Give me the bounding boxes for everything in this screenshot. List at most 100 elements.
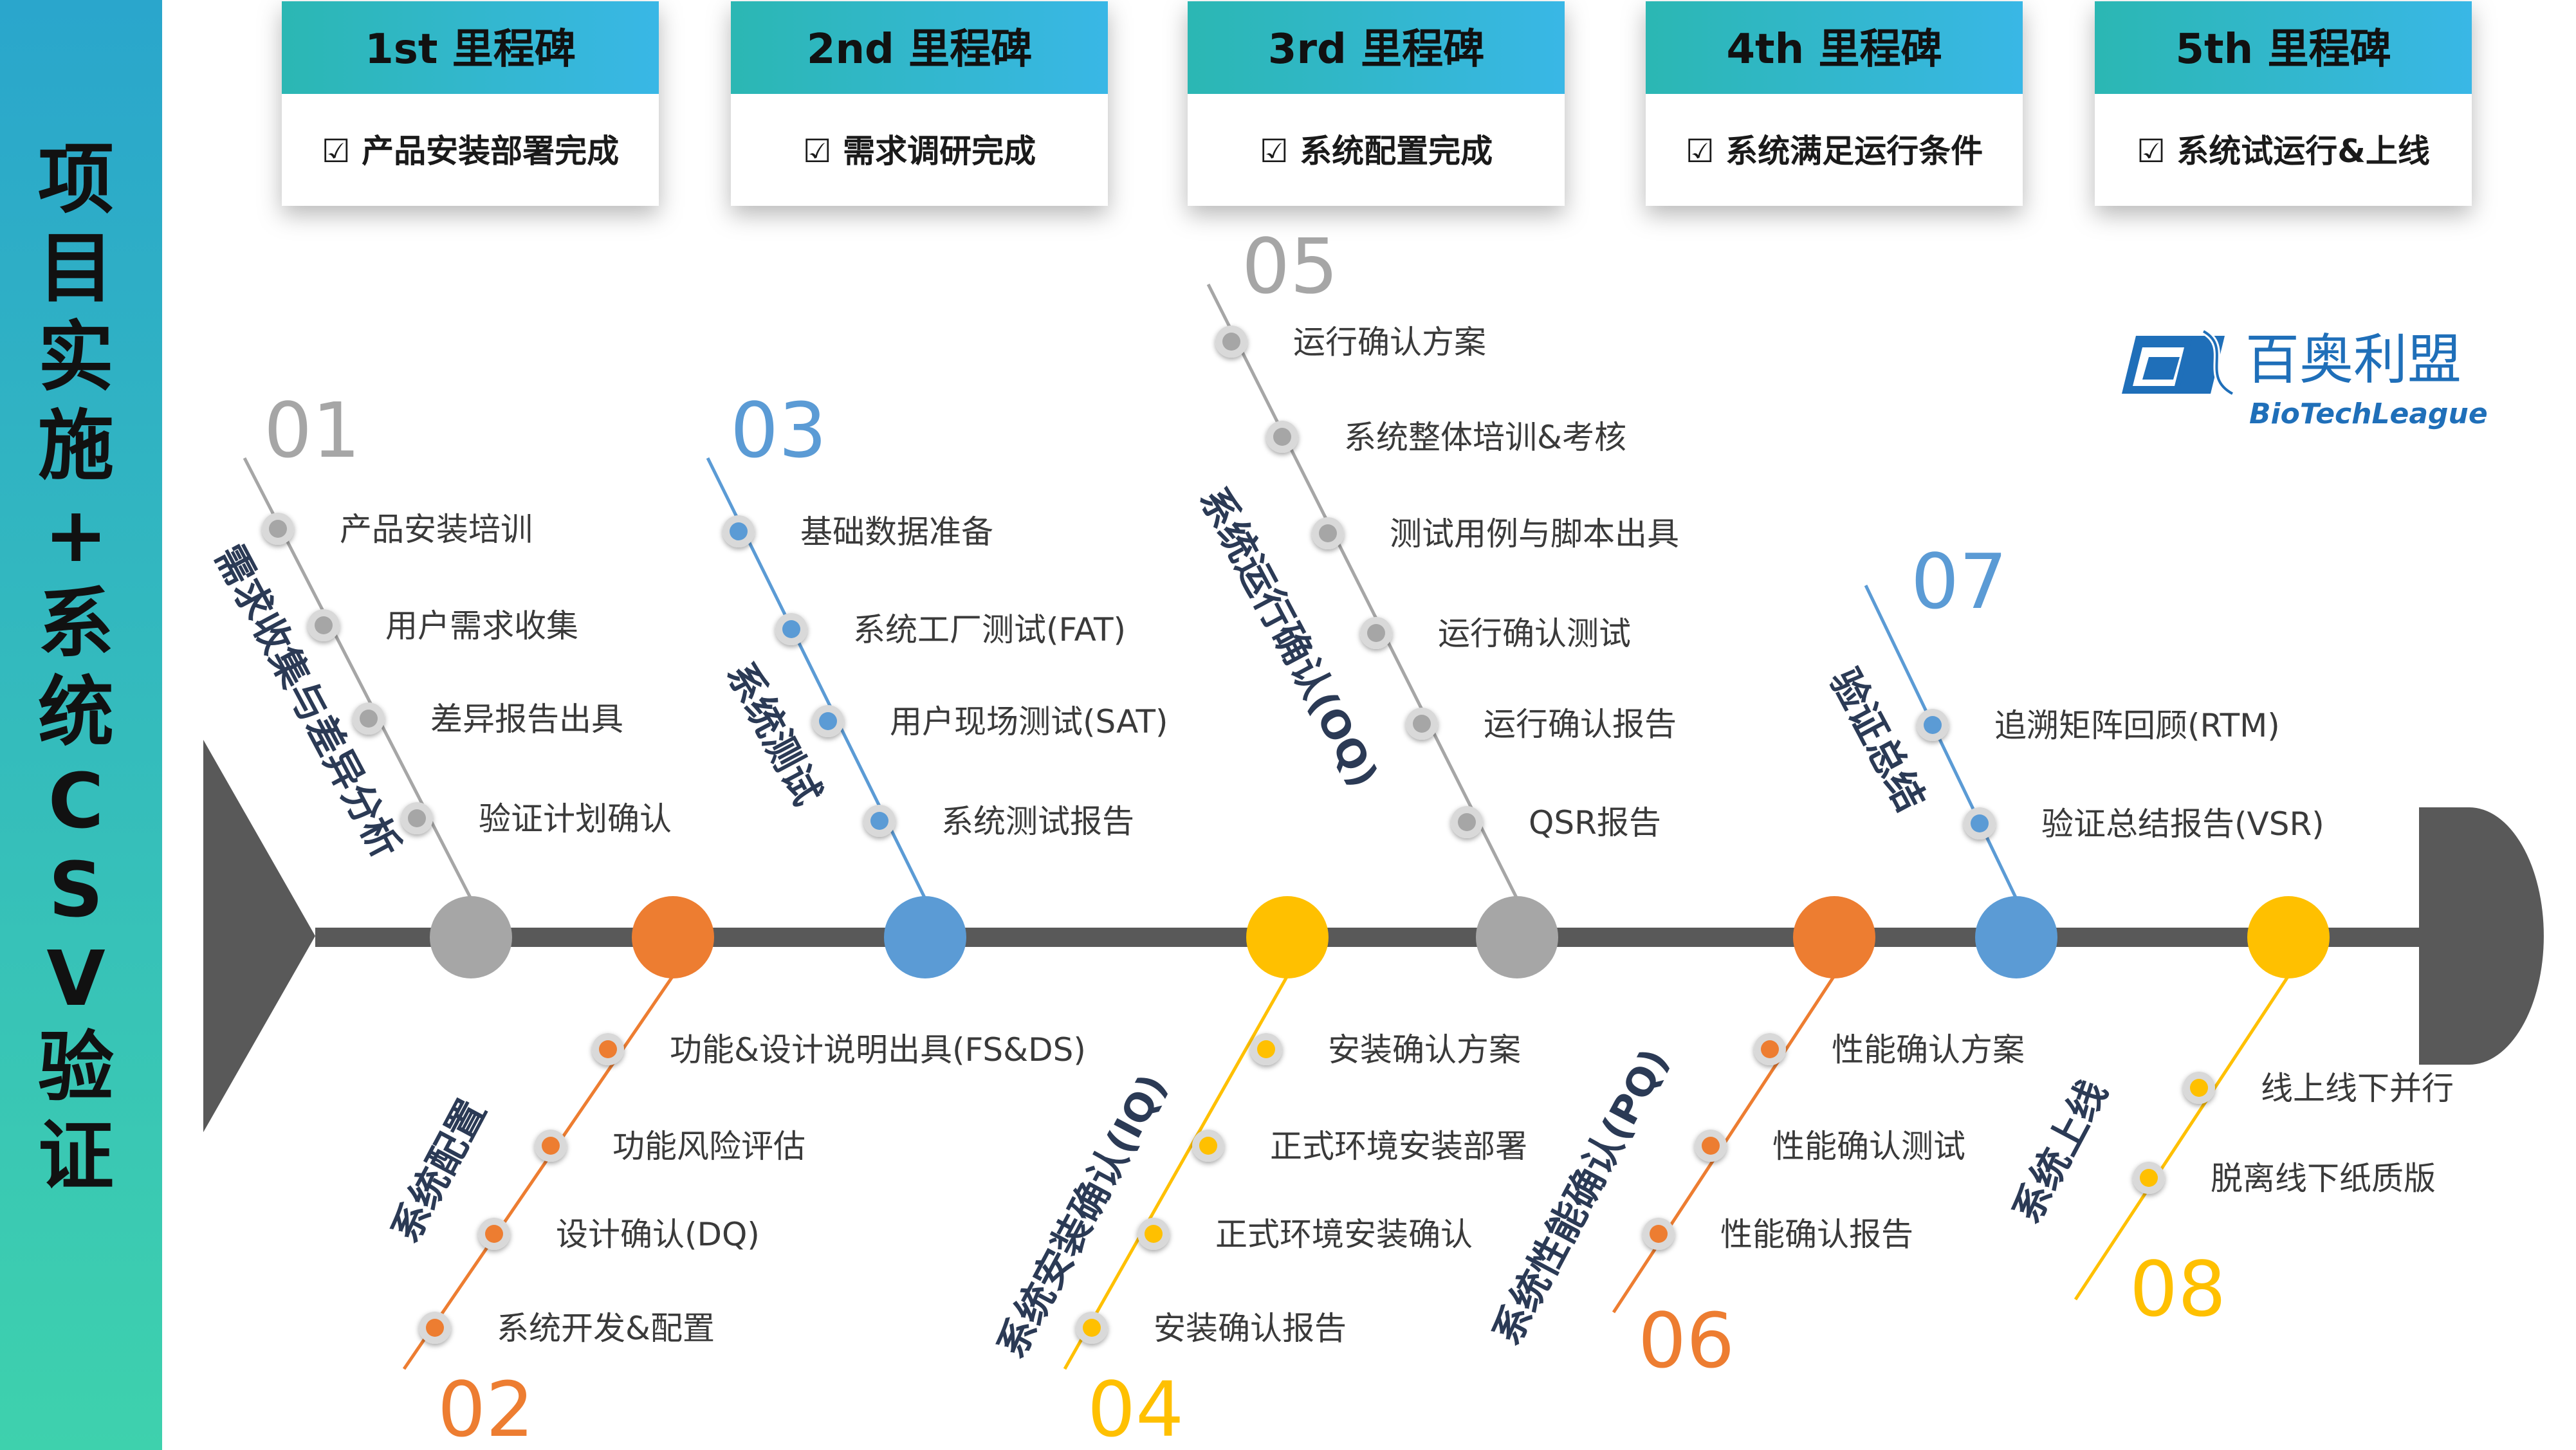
branch-item-dot-core (1924, 716, 1942, 734)
milestone-header-band (1188, 1, 1565, 94)
branch-item-text: 设计确认(DQ) (556, 1216, 760, 1253)
branch-item-dot-core (1367, 624, 1385, 642)
branch-item-dot-core (2190, 1079, 2208, 1097)
branches-layer: 01需求收集与差异分析产品安装培训用户需求收集差异报告出具验证计划确认02系统配… (206, 222, 2454, 1450)
branch-item-dot-core (485, 1225, 503, 1243)
branch-item-text: 性能确认方案 (1832, 1031, 2025, 1069)
sidebar-title-char: 施 (38, 401, 114, 490)
branch-number: 08 (2130, 1245, 2226, 1334)
branch-number: 01 (264, 386, 360, 475)
branch-item-text: 系统测试报告 (941, 803, 1134, 840)
sidebar-title-char: S (49, 845, 104, 934)
branch-item-text: 追溯矩阵回顾(RTM) (1994, 707, 2280, 744)
branch-item-dot-core (2140, 1169, 2158, 1187)
branch-item: 系统开发&配置 (419, 1310, 715, 1347)
branch-item: 运行确认报告 (1406, 706, 1677, 743)
logo-mark (2122, 328, 2234, 397)
sidebar-title-char: V (46, 934, 105, 1023)
sidebar-title-char: + (44, 490, 108, 579)
branch-item-text: 功能风险评估 (612, 1128, 805, 1165)
branch-item-text: 正式环境安装部署 (1270, 1128, 1527, 1165)
milestone-header-band (731, 1, 1108, 94)
spine-node (430, 896, 512, 978)
milestone-header: 4th 里程碑 (1727, 26, 1942, 73)
branch-label: 系统运行确认(OQ) (1190, 480, 1386, 794)
branch-item: 安装确认报告 (1076, 1310, 1347, 1347)
branch-item-text: 正式环境安装确认 (1215, 1216, 1473, 1253)
branch-item: QSR报告 (1451, 804, 1661, 841)
branch-05: 05系统运行确认(OQ)运行确认方案系统整体培训&考核测试用例与脚本出具运行确认… (1190, 222, 1679, 978)
branch-item-dot-core (1273, 428, 1291, 446)
branch-number: 07 (1911, 537, 2007, 626)
branch-item: 功能&设计说明出具(FS&DS) (592, 1031, 1086, 1069)
branch-item-dot-core (360, 710, 378, 728)
branch-item-dot-core (315, 616, 333, 634)
branch-item: 用户需求收集 (308, 607, 578, 645)
branch-line (402, 975, 675, 1370)
branch-item: 设计确认(DQ) (478, 1216, 760, 1253)
branch-number: 03 (730, 386, 827, 475)
milestone-item: ☑ 需求调研完成 (803, 133, 1036, 170)
branch-line (1864, 584, 2018, 900)
spine-node (1793, 896, 1875, 978)
milestone-card: 2nd 里程碑☑ 需求调研完成 (731, 1, 1108, 206)
logo-english-name: BioTechLeague (2249, 398, 2488, 430)
branch-item-dot-core (1145, 1225, 1163, 1243)
milestone-header-band (282, 1, 659, 94)
branch-label: 系统上线 (2004, 1073, 2116, 1231)
branch-item-dot-core (408, 809, 426, 827)
branch-item-dot-core (1650, 1225, 1668, 1243)
branch-item: 功能风险评估 (535, 1128, 805, 1165)
branch-item: 线上线下并行 (2183, 1070, 2454, 1107)
branch-number: 06 (1638, 1296, 1734, 1385)
milestone-header: 1st 里程碑 (365, 26, 576, 73)
branch-item-text: 系统开发&配置 (497, 1310, 715, 1347)
branch-label: 系统配置 (383, 1092, 495, 1250)
branch-line (2074, 975, 2290, 1301)
branch-item-text: 验证总结报告(VSR) (2041, 805, 2324, 843)
milestone-card: 1st 里程碑☑ 产品安装部署完成 (282, 1, 659, 206)
branch-item: 产品安装培训 (262, 511, 533, 548)
branch-line (1206, 283, 1519, 900)
branch-item-dot-core (1971, 814, 1989, 832)
branch-item-dot-core (819, 712, 837, 730)
spine-node (632, 896, 714, 978)
branch-item: 基础数据准备 (722, 513, 993, 551)
branch-item: 追溯矩阵回顾(RTM) (1917, 707, 2280, 744)
branch-item: 验证总结报告(VSR) (1964, 805, 2324, 843)
branch-item-text: 安装确认报告 (1154, 1310, 1347, 1347)
branch-item: 性能确认报告 (1642, 1216, 1913, 1253)
branch-item-text: 用户需求收集 (385, 607, 578, 645)
branch-item: 正式环境安装部署 (1192, 1128, 1527, 1165)
branch-item-text: 安装确认方案 (1328, 1031, 1521, 1069)
branch-item-dot-core (542, 1137, 560, 1155)
branch-item-text: 脱离线下纸质版 (2211, 1160, 2436, 1197)
branch-item-dot-core (1199, 1137, 1217, 1155)
branch-line (1063, 975, 1289, 1370)
branch-item-text: 线上线下并行 (2261, 1070, 2454, 1107)
branch-item-text: 用户现场测试(SAT) (890, 703, 1168, 740)
milestone-card: 5th 里程碑 ☑ 系统试运行&上线 (2095, 1, 2472, 206)
milestone-item: ☑ 系统试运行&上线 (2137, 133, 2430, 170)
branch-item-dot-core (1413, 715, 1431, 733)
spine-node (1476, 896, 1558, 978)
sidebar-title-char: 证 (38, 1112, 114, 1200)
branch-item-text: 运行确认方案 (1293, 324, 1486, 361)
logo-chinese-name: 百奥利盟 (2245, 328, 2461, 391)
milestone-header: 5th 里程碑 (2176, 26, 2391, 73)
branch-item-text: 系统工厂测试(FAT) (853, 611, 1126, 648)
branch-item-text: 性能确认测试 (1772, 1128, 1965, 1165)
branch-07: 07验证总结追溯矩阵回顾(RTM)验证总结报告(VSR) (1821, 537, 2324, 978)
branch-item: 用户现场测试(SAT) (812, 703, 1168, 740)
sidebar-title-char: 项 (38, 135, 114, 224)
milestone-header-band (1646, 1, 2023, 94)
sidebar-panel (0, 0, 162, 1450)
branch-item-text: QSR报告 (1529, 804, 1661, 841)
branch-item: 运行确认方案 (1215, 324, 1486, 361)
fish-tail-shape (203, 740, 315, 1132)
